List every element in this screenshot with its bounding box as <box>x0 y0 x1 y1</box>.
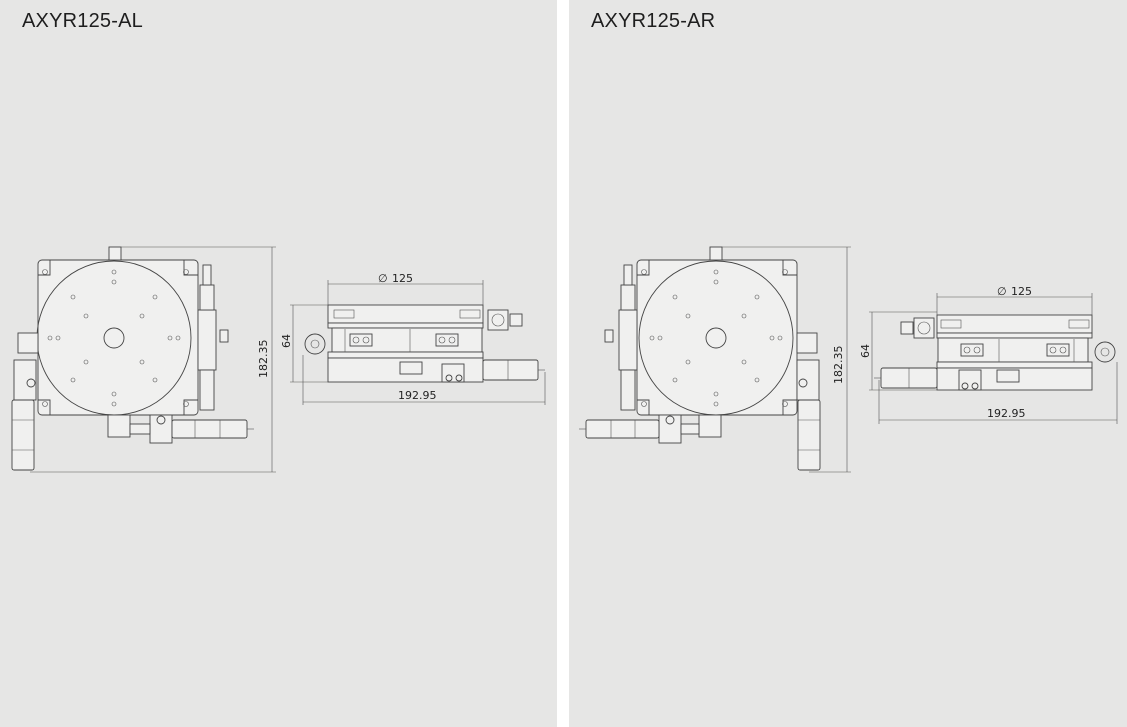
dimension-depth: 182.35 <box>257 340 270 379</box>
diameter-symbol: ∅ <box>378 272 388 285</box>
panel-axyr125-ar: AXYR125-AR <box>569 0 1127 727</box>
dimension-diameter: 125 <box>1011 285 1032 298</box>
dimension-height: 64 <box>859 344 872 358</box>
panel-title: AXYR125-AR <box>591 10 716 32</box>
diameter-symbol: ∅ <box>997 285 1007 298</box>
panel-title: AXYR125-AL <box>22 10 143 32</box>
drawing-axyr125-al: 182.35 <box>11 246 546 473</box>
drawing-axyr125-ar: 182.35 <box>579 246 1118 473</box>
dimension-height: 64 <box>280 334 293 348</box>
dimension-depth: 182.35 <box>832 346 845 385</box>
side-view: ∅ 125 64 192.95 <box>859 285 1118 424</box>
panel-axyr125-al: AXYR125-AL <box>0 0 557 727</box>
dimension-diameter: 125 <box>392 272 413 285</box>
side-view: ∅ 125 64 192.95 <box>280 272 546 405</box>
top-view: 182.35 <box>579 246 851 473</box>
top-view: 182.35 <box>11 246 276 473</box>
dimension-width: 192.95 <box>987 407 1026 420</box>
dimension-width: 192.95 <box>398 389 437 402</box>
